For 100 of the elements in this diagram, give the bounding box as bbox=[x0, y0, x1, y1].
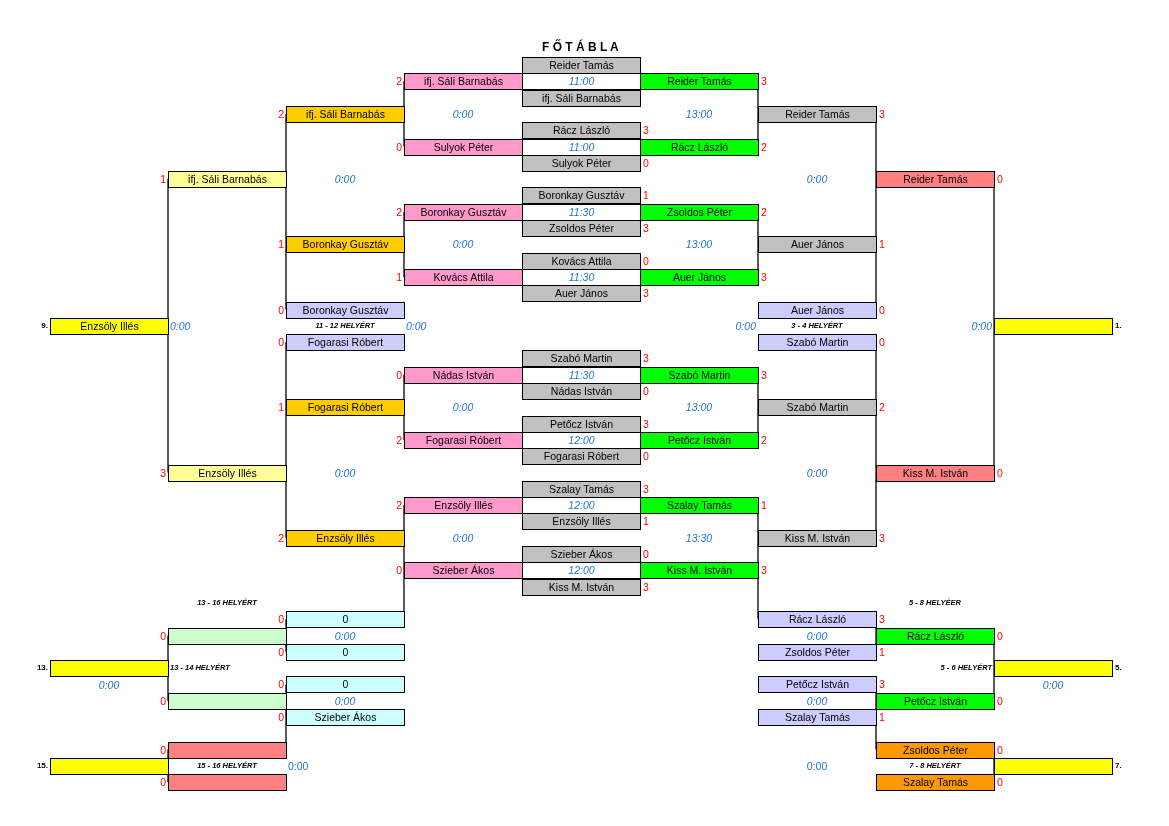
match-time: 0:00 bbox=[451, 530, 475, 546]
score: 0 bbox=[278, 710, 284, 725]
score: 1 bbox=[278, 237, 284, 253]
score: 0 bbox=[643, 449, 649, 465]
match-time: 0:00 bbox=[971, 318, 992, 334]
score: 1 bbox=[396, 269, 402, 285]
player-slot: Auer János bbox=[758, 301, 877, 319]
match-time: 0:00 bbox=[406, 318, 427, 334]
player-slot: Szabó Martin bbox=[758, 399, 877, 417]
score: 0 bbox=[278, 335, 284, 351]
match-time: 0:00 bbox=[805, 758, 829, 774]
player-slot: Szabó Martin bbox=[522, 350, 641, 368]
score: 3 bbox=[879, 677, 885, 693]
score: 0 bbox=[160, 775, 166, 791]
score: 2 bbox=[879, 400, 885, 416]
match-time: 0:00 bbox=[451, 237, 475, 253]
score: 3 bbox=[643, 221, 649, 236]
score: 0 bbox=[879, 302, 885, 318]
player-slot: Kiss M. István bbox=[758, 529, 877, 547]
empty-slot bbox=[168, 774, 287, 792]
match-time: 0:00 bbox=[805, 693, 829, 709]
player-slot: Reider Tamás bbox=[640, 73, 759, 91]
player-slot: Kovács Attila bbox=[522, 252, 641, 270]
empty-slot bbox=[994, 757, 1113, 775]
player-slot: Enzsöly Illés bbox=[404, 497, 523, 515]
match-time: 0:00 bbox=[805, 172, 829, 188]
player-slot: Szalay Tamás bbox=[522, 480, 641, 498]
player-slot: Petőcz István bbox=[876, 692, 995, 710]
score: 0 bbox=[278, 302, 284, 318]
player-slot: Auer János bbox=[522, 285, 641, 303]
score: 2 bbox=[278, 530, 284, 546]
match-time: 0:00 bbox=[333, 465, 357, 481]
score: 2 bbox=[396, 432, 402, 448]
score: 2 bbox=[396, 498, 402, 514]
score: 1 bbox=[160, 172, 166, 188]
score: 0 bbox=[643, 155, 649, 171]
player-slot: Reider Tamás bbox=[758, 105, 877, 123]
score: 3 bbox=[761, 74, 767, 90]
player-slot: Enzsöly Illés bbox=[522, 513, 641, 531]
player-slot: Boronkay Gusztáv bbox=[522, 187, 641, 205]
empty-slot bbox=[168, 692, 287, 710]
score: 3 bbox=[879, 106, 885, 122]
score: 0 bbox=[997, 465, 1003, 481]
score: 1 bbox=[879, 237, 885, 253]
title: F Ő T Á B L A bbox=[542, 40, 619, 54]
score: 3 bbox=[643, 416, 649, 432]
player-slot: 0 bbox=[286, 611, 405, 629]
player-slot: Petőcz István bbox=[522, 415, 641, 433]
score: 3 bbox=[160, 465, 166, 481]
score: 0 bbox=[396, 367, 402, 383]
player-slot: Szabó Martin bbox=[758, 334, 877, 352]
score: 0 bbox=[278, 644, 284, 660]
match-time: 0:00 bbox=[333, 172, 357, 188]
match-time: 0:00 bbox=[805, 628, 829, 644]
player-slot: Szabó Martin bbox=[640, 366, 759, 384]
player-slot: Zsoldos Péter bbox=[522, 220, 641, 237]
score: 1 bbox=[643, 514, 649, 530]
score: 0 bbox=[997, 172, 1003, 188]
score: 3 bbox=[643, 579, 649, 595]
player-slot: Fogarasi Róbert bbox=[286, 399, 405, 417]
score: 2 bbox=[278, 106, 284, 122]
place-number: 1. bbox=[1115, 319, 1122, 332]
score: 1 bbox=[278, 400, 284, 416]
match-time: 0:00 bbox=[288, 758, 309, 774]
match-time: 0:00 bbox=[333, 693, 357, 709]
player-slot: Szieber Ákos bbox=[286, 709, 405, 726]
empty-slot bbox=[50, 660, 169, 678]
player-slot: Zsoldos Péter bbox=[876, 741, 995, 759]
player-slot: Zsoldos Péter bbox=[640, 203, 759, 221]
player-slot: Sulyok Péter bbox=[404, 138, 523, 156]
score: 0 bbox=[997, 628, 1003, 644]
player-slot: 0 bbox=[286, 643, 405, 661]
player-slot: Petőcz István bbox=[758, 676, 877, 694]
player-slot: Enzsöly Illés bbox=[168, 464, 287, 482]
score: 0 bbox=[997, 693, 1003, 709]
bracket-line bbox=[285, 243, 287, 311]
score: 1 bbox=[761, 498, 767, 514]
player-slot: Fogarasi Róbert bbox=[404, 431, 523, 449]
empty-slot bbox=[168, 741, 287, 759]
player-slot: Nádas István bbox=[404, 366, 523, 384]
player-slot: ifj. Sáli Barnabás bbox=[286, 105, 405, 123]
score: 2 bbox=[761, 432, 767, 448]
player-slot: Fogarasi Róbert bbox=[522, 448, 641, 466]
player-slot: 0 bbox=[286, 676, 405, 694]
score: 2 bbox=[396, 204, 402, 220]
score: 0 bbox=[160, 693, 166, 709]
empty-slot bbox=[168, 627, 287, 645]
score: 3 bbox=[761, 563, 767, 579]
player-slot: Boronkay Gusztáv bbox=[404, 203, 523, 221]
match-time: 0:00 bbox=[333, 628, 357, 644]
player-slot: Kiss M. István bbox=[876, 464, 995, 482]
score: 3 bbox=[643, 351, 649, 367]
score: 3 bbox=[879, 530, 885, 546]
player-slot: Boronkay Gusztáv bbox=[286, 301, 405, 319]
match-time: 0:00 bbox=[1041, 678, 1065, 694]
score: 0 bbox=[396, 139, 402, 155]
match-time: 0:00 bbox=[805, 465, 829, 481]
player-slot: Kovács Attila bbox=[404, 268, 523, 286]
player-slot: Petőcz István bbox=[640, 431, 759, 449]
score: 3 bbox=[643, 481, 649, 497]
